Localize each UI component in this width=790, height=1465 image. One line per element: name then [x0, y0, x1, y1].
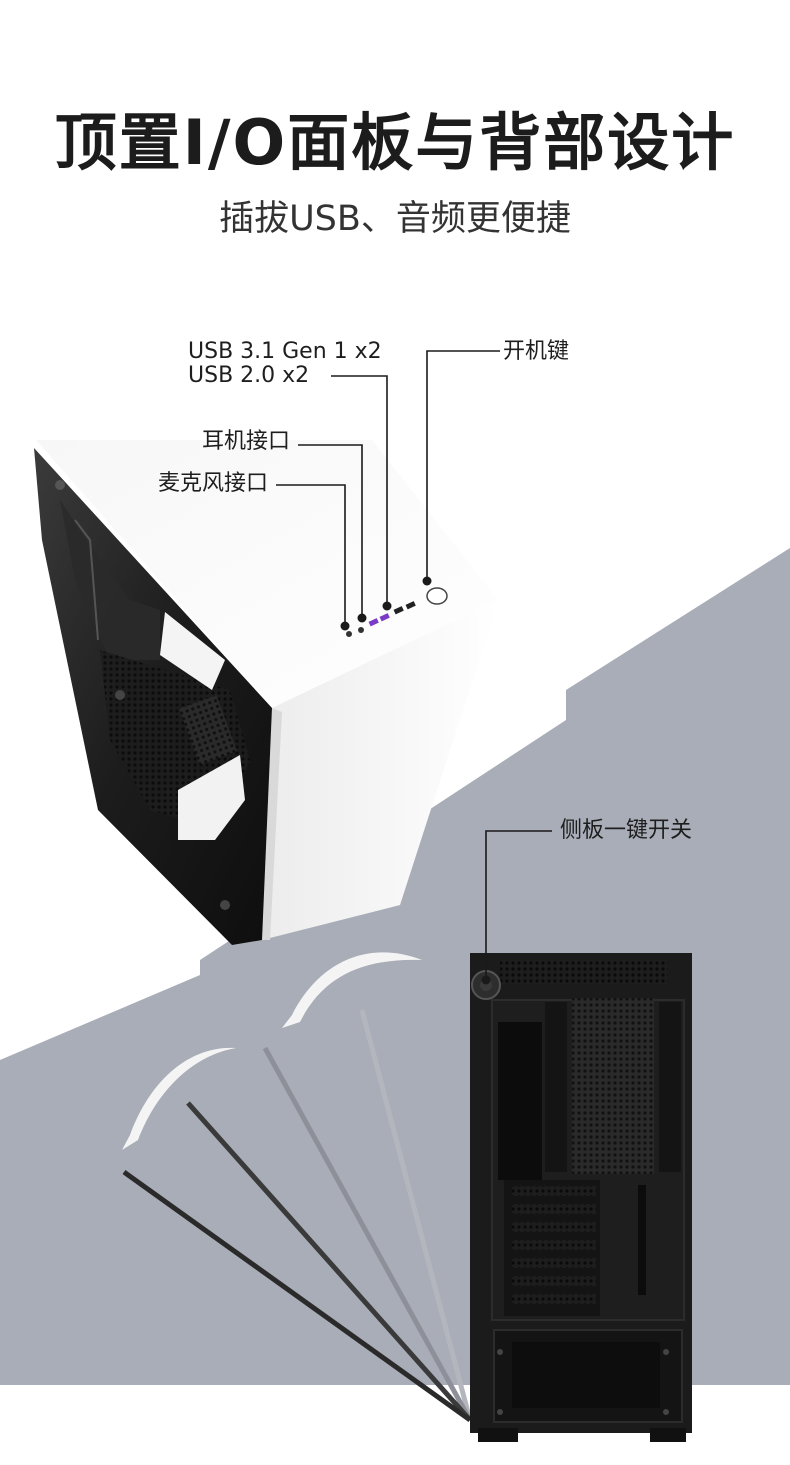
black-case-rear-illustration: [470, 953, 692, 1442]
usb31-port-1: [393, 606, 404, 615]
case-top-panel: [36, 440, 498, 708]
side-panel-release-label: 侧板一键开关: [560, 818, 693, 843]
page-subtitle: 插拔USB、音频更便捷: [219, 199, 571, 239]
headphone-jack-label: 耳机接口: [201, 429, 290, 454]
mic-port: [346, 631, 352, 637]
usb20-port-2: [379, 613, 390, 622]
power-button-label: 开机键: [503, 339, 570, 364]
white-case-illustration: [34, 440, 498, 945]
usb20-label: USB 2.0 x2: [188, 363, 310, 388]
headphone-port: [358, 627, 364, 633]
usb31-port-2: [405, 601, 416, 610]
usb20-port-1: [368, 618, 379, 627]
mic-jack-label: 麦克风接口: [157, 471, 268, 496]
usb31-label: USB 3.1 Gen 1 x2: [188, 339, 382, 364]
side-panel-leader-line: [485, 830, 552, 980]
page-title: 顶置I/O面板与背部设计: [54, 106, 736, 179]
io-leader-lines: [276, 350, 500, 625]
side-panel-swing-indicator: [122, 952, 473, 1423]
power-button: [426, 587, 448, 605]
case-front-panel: [262, 600, 498, 940]
